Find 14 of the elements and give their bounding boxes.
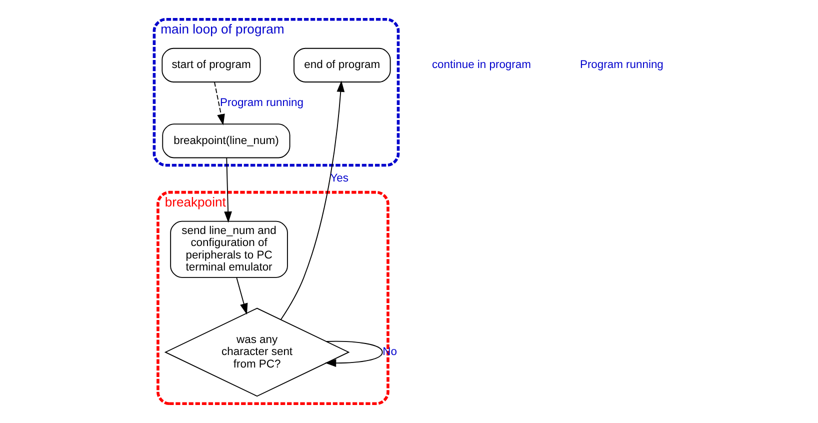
label: Program running — [580, 59, 664, 72]
node-box: end of program — [294, 48, 391, 82]
arrow — [214, 82, 225, 126]
edge-label: Yes — [330, 172, 348, 185]
arrow — [324, 340, 383, 368]
arrow — [236, 277, 248, 315]
arrow — [224, 158, 232, 223]
node-box: breakpoint(line_num) — [162, 124, 290, 158]
node-box: start of program — [162, 48, 261, 82]
node-box: send line_num and configuration of peripherals to PC terminal emulator — [170, 220, 288, 278]
node-diamond: was any character sent from PC? — [164, 308, 350, 397]
arrow — [280, 80, 345, 320]
edge-label: Program running — [220, 96, 304, 109]
label: continue in program — [432, 59, 531, 72]
